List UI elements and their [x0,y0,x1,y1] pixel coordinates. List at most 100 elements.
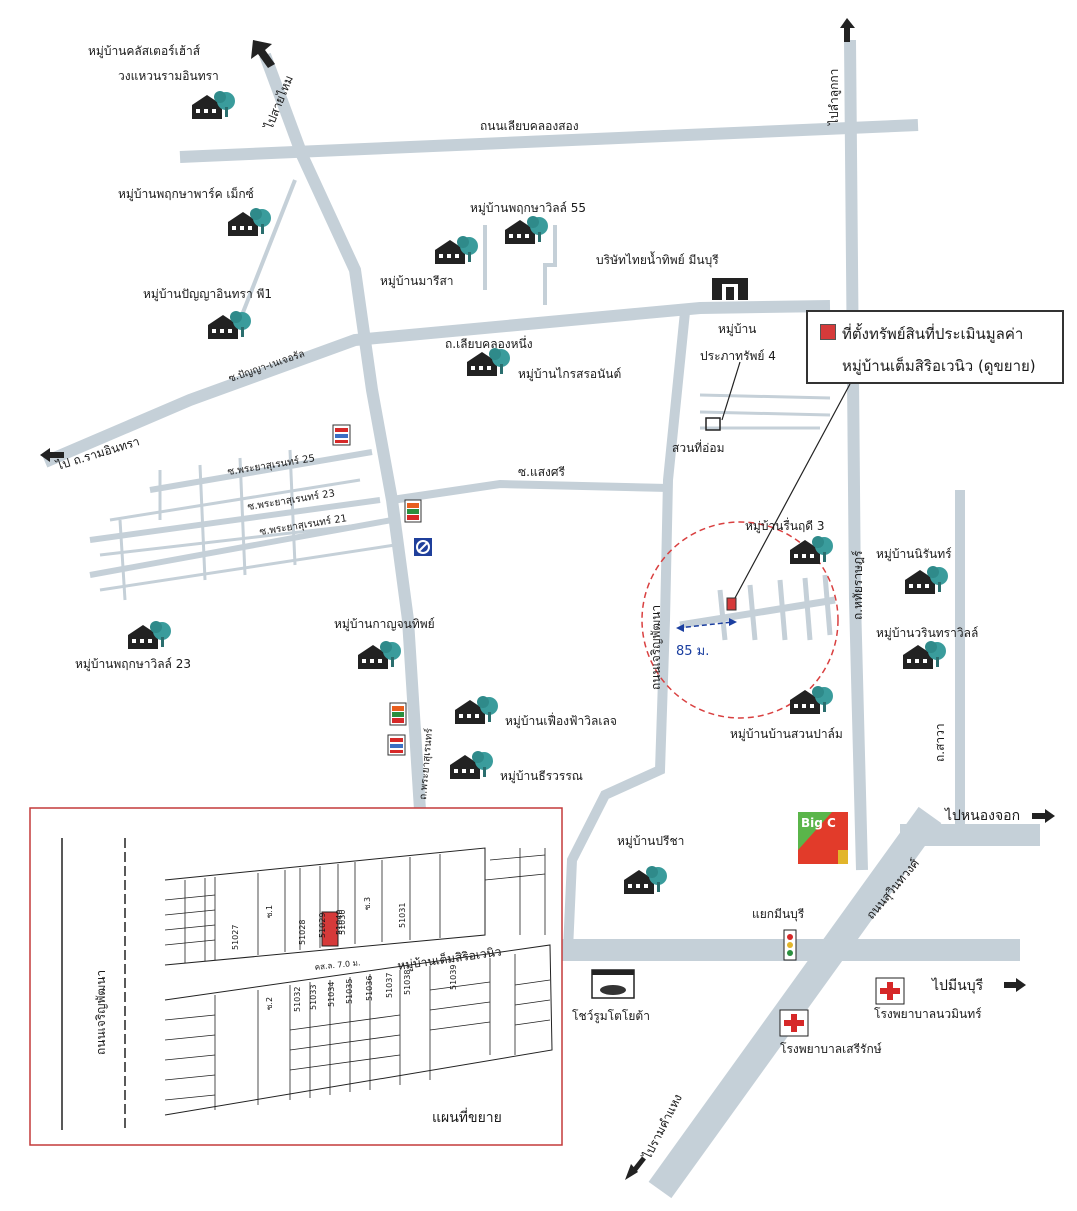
inset-plot-number: 51037 [385,973,394,998]
road-praya25-label: ซ.พระยาสุเรนทร์ 25 [227,452,316,478]
arrow-right-minburi-icon [1016,978,1026,992]
place-pruksa23-label: หมู่บ้านพฤกษาวิลล์ 23 [75,657,191,672]
place-varintra-label: หมู่บ้านวรินทราวิลล์ [876,626,978,641]
road-sawa-label: ถ.สาวา [933,723,947,762]
village-icon [505,216,548,244]
village-icon [208,311,251,339]
inset-soi-b-label: ซ.3 [363,897,372,910]
place-marisa-label: หมู่บ้านมารีสา [380,274,454,289]
village-icon [790,686,833,714]
radius-circle [641,521,839,719]
inset-title: แผนที่ขยาย [432,1108,502,1126]
leader-line [734,383,851,599]
legend: ที่ตั้งทรัพย์สินที่ประเมินมูลค่า หมู่บ้า… [806,310,1064,384]
inset-property-marker [321,911,339,947]
inset-plot-number: 51035 [345,979,354,1004]
park-icon [705,417,721,431]
minor-lanes [99,179,836,641]
road-sangsri-label: ซ.แสงศรี [518,465,565,479]
direction-arrows [40,18,1055,1180]
tesco-icon [387,734,406,756]
village-icon [467,348,510,376]
village-icon [435,236,478,264]
village-icon [905,566,948,594]
inset-plot-number: 51029 [318,913,327,938]
arrow-up-left-icon [251,40,275,68]
place-fuengfah-label: หมู่บ้านเฟื่องฟ้าวิลเลจ [505,712,617,729]
distance-arrow [676,618,737,632]
place-junction-label: แยกมีนบุรี [752,907,805,922]
place-pruksa-park-label: หมู่บ้านพฤกษาพาร์ค เม็กซ์ [118,186,254,202]
hospital-icon [779,1009,809,1037]
place-prapa2-label: ประภาทรัพย์ 4 [700,349,776,363]
inset-plot-number: 51032 [293,987,302,1012]
arrow-down-left-icon [625,1164,638,1180]
legend-swatch [820,324,836,340]
place-suanpalm-label: หมู่บ้านบ้านสวนปาล์ม [730,727,843,742]
inset-map: ถนนเจริญพัฒนา [29,807,563,1146]
place-nirun-label: หมู่บ้านนิรันทร์ [876,547,952,562]
village-icon [624,866,667,894]
place-kanjana-label: หมู่บ้านกาญจนทิพย์ [334,617,435,632]
inset-plot-number: 51039 [449,965,458,990]
village-icon [450,751,493,779]
inset-plot-number: 51036 [365,976,374,1001]
village-icon [455,696,498,724]
inset-soi-a-label: ซ.1 [265,905,274,918]
place-prapa-label: หมู่บ้าน [718,322,756,337]
place-cluster-label: หมู่บ้านคลัสเตอร์เฮ้าส์ [88,44,201,59]
gas-station-icon [414,538,432,556]
inset-soi-c-label: ซ.2 [265,997,274,1010]
arrow-right-nongchok-icon [1045,809,1055,823]
legend-title: ที่ตั้งทรัพย์สินที่ประเมินมูลค่า [842,325,1024,343]
main-roads [42,39,1040,1199]
village-icon [192,91,235,119]
inset-plot-number: 51030 [338,910,347,935]
road-klong2-label: ถนนเลียบคลองสอง [480,119,579,133]
svg-text:Big C: Big C [801,816,836,830]
arrow-up-icon [840,18,855,28]
inset-plot-labels: 51027 51028 51029 51030 51031 51032 51033 51034… [231,903,458,1012]
place-pruksa55-label: หมู่บ้านพฤกษาวิลล์ 55 [470,201,586,216]
dir-lamlukka-label: ไปลำลูกกา [827,69,842,126]
factory-icon [712,278,748,300]
inset-plot-number: 51027 [231,925,240,950]
inset-plot-number: 51038 [403,970,412,995]
inset-plot-number: 51031 [398,903,407,928]
place-krisorn-label: หมู่บ้านไกรสรอนันต์ [518,367,621,382]
inset-plot-number: 51033 [309,985,318,1010]
place-rinrudee-label: หมู่บ้านรื่นฤดี 3 [745,517,825,534]
distance-label: 85 ม. [676,644,709,659]
village-icon [228,208,271,236]
traffic-light-icon [783,929,797,961]
place-showroom-label: โชว์รูมโตโยต้า [572,1009,650,1024]
property-marker [726,597,737,611]
seven-eleven-icon [404,499,422,523]
place-thirawan-label: หมู่บ้านธีรวรรณ [500,769,583,784]
dir-nongchok-label: ไปหนองจอก [944,807,1020,824]
hospital-icon [875,977,905,1005]
village-icon [128,621,171,649]
dir-minburi-label: ไปมีนบุรี [931,977,984,994]
road-charoen-label: ถนนเจริญพัฒนา [649,605,663,690]
place-cluster2-label: วงแหวนรามอินทรา [118,69,219,83]
village-icon [903,641,946,669]
village-icon [358,641,401,669]
place-suan-label: สวนที่อ่อม [672,439,725,455]
road-hathairat-label: ถ.หทัยราษฎร์ [851,550,865,620]
seven-eleven-icon [389,702,407,726]
inset-plot-number: 51028 [298,920,307,945]
inset-plot-number: 51040 [335,910,344,935]
place-water-label: บริษัทไทยน้ำทิพย์ มีนบุรี [596,251,719,268]
inset-plot-number: 51034 [327,982,336,1007]
car-showroom-icon [591,969,635,999]
arrow-left-icon [40,448,50,462]
legend-subtitle: หมู่บ้านเต็มสิริอเวนิว (ดูขยาย) [842,357,1036,375]
road-klong1-label: ถ.เลียบคลองหนึ่ง [445,335,533,351]
inset-road-label: ถนนเจริญพัฒนา [94,970,108,1055]
place-preecha-label: หมู่บ้านปรีชา [617,834,684,849]
place-nawamin-label: โรงพยาบาลนวมินทร์ [874,1007,982,1021]
bigc-icon: Big C [798,812,848,864]
tesco-icon [332,424,351,446]
